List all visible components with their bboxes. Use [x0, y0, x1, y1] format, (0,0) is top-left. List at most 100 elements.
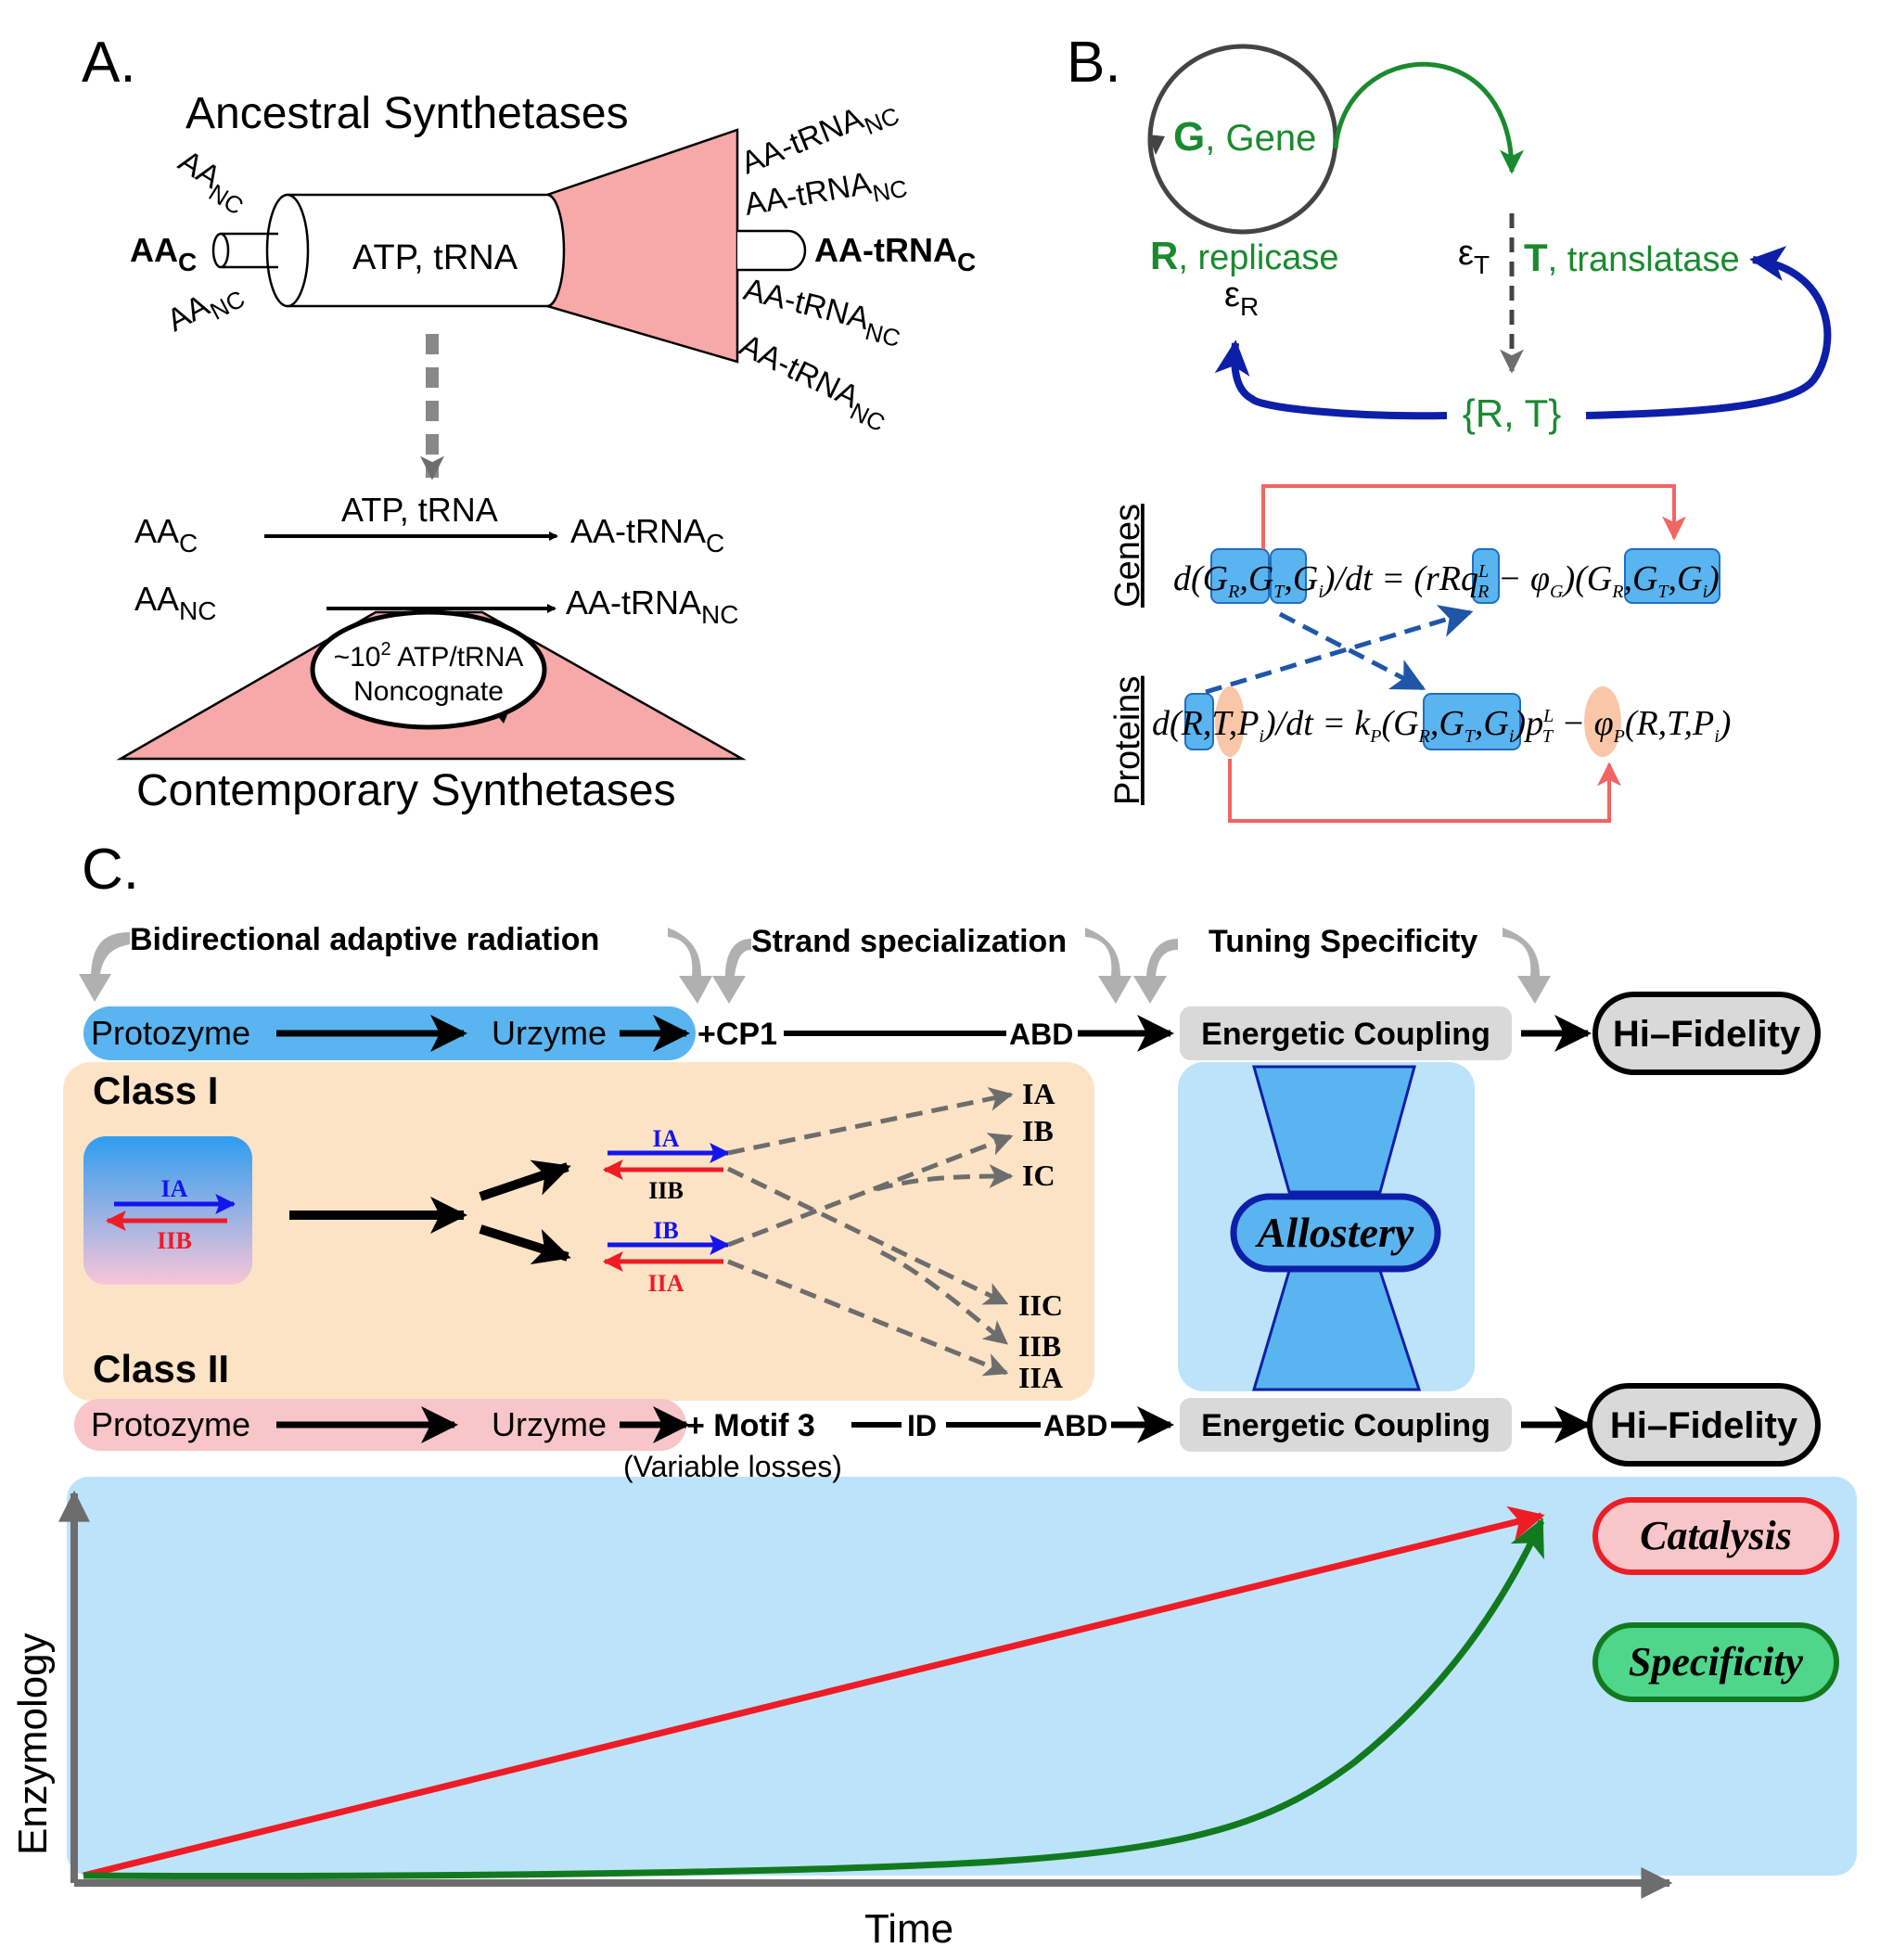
svg-text:AA-tRNANC: AA-tRNANC [736, 87, 903, 187]
panel-c-label: C. [82, 838, 139, 902]
genes-coral-link [1261, 484, 1686, 549]
hl-grgt-proteins [1423, 693, 1521, 750]
panel-a-label: A. [82, 31, 136, 95]
catalysis-badge [1592, 1497, 1839, 1575]
target-iia: IIA [1018, 1361, 1063, 1394]
allostery-label: Allostery [1255, 1209, 1414, 1256]
class1-label: Class I [93, 1069, 218, 1112]
class1-abd: ABD [1009, 1018, 1073, 1051]
divergence-up-arrow [479, 1159, 571, 1201]
panel-b-label: B. [1067, 31, 1121, 95]
class1-fidelity-badge [1592, 992, 1821, 1075]
lower-aa-c: AAC [134, 512, 198, 557]
class-container [63, 1062, 1094, 1401]
enzymology-panel [67, 1477, 1857, 1876]
fan-to-ia [727, 1087, 1014, 1156]
translatase-feedback-arrow [1585, 246, 1832, 419]
aa-c-input: AAC [130, 231, 197, 276]
target-iib: IIB [1018, 1329, 1061, 1363]
aa-trna-nc-1: AA-tRNANC [736, 87, 903, 187]
class2-motif: + Motif 3 [686, 1408, 815, 1443]
ancestral-ia-label: IA [161, 1175, 188, 1202]
fan-to-iia [727, 1259, 1009, 1377]
hl-grgt-genes-rhs [1624, 548, 1720, 604]
lower-aa-nc: AANC [134, 580, 216, 625]
lower-out-c: AA-tRNAC [570, 512, 724, 557]
allostery-top-funnel [1252, 1065, 1416, 1194]
proteins-axis-label: Proteins [1108, 676, 1147, 805]
input-rod-end [211, 232, 230, 269]
class2-abd: ABD [1043, 1409, 1107, 1442]
cycle-line2: Noncognate [353, 676, 504, 707]
cycle-line1: ~102 ATP/tRNA [334, 639, 524, 673]
hl-r-proteins [1184, 693, 1214, 750]
contemporary-title: Contemporary Synthetases [136, 766, 676, 815]
gene-to-protein-arrow [1278, 611, 1426, 691]
allostery-badge [1230, 1193, 1441, 1273]
svg-text:AANC: AANC [161, 272, 249, 346]
proteins-coral-link [1228, 759, 1621, 823]
aa-trna-c-output: AA-tRNAC [814, 231, 976, 276]
specificity-badge [1592, 1622, 1839, 1702]
phase-strand: Strand specialization [751, 924, 1067, 959]
phase-tuning: Tuning Specificity [1209, 924, 1477, 959]
fan-to-iib [879, 1249, 1009, 1345]
svg-text:Genes: Genes [1108, 504, 1147, 608]
ancestral-iib-label: IIB [157, 1227, 192, 1254]
y-axis-label: Enzymology [10, 1633, 56, 1855]
svg-text:AANC: AANC [169, 144, 257, 221]
gene-label: G, Gene [1173, 114, 1316, 160]
svg-text:Proteins: Proteins [1108, 676, 1147, 805]
target-ia: IA [1022, 1077, 1055, 1110]
translatase-label: T, translatase [1524, 236, 1740, 279]
class2-id: ID [907, 1409, 937, 1442]
phase-bidirectional: Bidirectional adaptive radiation [130, 922, 599, 957]
specialization-fan [726, 1087, 1014, 1377]
class2-losses: (Variable losses) [623, 1450, 842, 1483]
catalysis-curve [83, 1505, 1545, 1879]
hl-r-genes [1472, 548, 1500, 604]
hl-gt-genes [1270, 548, 1307, 604]
svg-text:Enzymology: Enzymology [10, 1633, 56, 1855]
lower-arrow-label: ATP, tRNA [341, 491, 498, 529]
hl-pt-proteins [1584, 686, 1621, 757]
class2-label: Class II [93, 1347, 229, 1390]
genes-axis-label: Genes [1108, 504, 1147, 608]
aa-nc-upper: AANC [169, 144, 257, 221]
cycle-arrowhead [496, 711, 509, 724]
replicase-label: R, replicase [1150, 234, 1339, 277]
class2-fidelity: Hi–Fidelity [1610, 1405, 1798, 1446]
lower-out-nc: AA-tRNANC [566, 583, 738, 629]
class1-cp1: +CP1 [697, 1017, 777, 1052]
hl-t-proteins [1215, 686, 1245, 757]
class1-protozyme: Protozyme [91, 1014, 250, 1052]
gene-circle-arrowhead [1148, 135, 1165, 155]
fan-to-ic [876, 1164, 1014, 1192]
specificity-label: Specificity [1629, 1639, 1804, 1685]
catalysis-label: Catalysis [1640, 1513, 1792, 1558]
class1-coupling: Energetic Coupling [1201, 1017, 1490, 1052]
upper-ia-label: IA [653, 1125, 680, 1152]
output-rod [737, 229, 807, 272]
cylinder-label: ATP, tRNA [352, 238, 518, 277]
class2-urzyme: Urzyme [492, 1405, 607, 1443]
input-rod [221, 232, 278, 269]
ancestral-strand-box [83, 1136, 252, 1285]
eps-t: εT [1458, 234, 1490, 279]
class2-coupling-box [1180, 1398, 1512, 1452]
aa-nc-lower: AANC [161, 272, 249, 346]
ancestral-funnel [545, 128, 739, 364]
specificity-curve [83, 1518, 1545, 1879]
protein-to-gene-arrow [1205, 605, 1474, 695]
target-ib: IB [1022, 1114, 1054, 1147]
cylinder-front-face [265, 193, 310, 308]
target-iic: IIC [1018, 1288, 1063, 1322]
lower-ib-label: IB [653, 1217, 678, 1244]
class2-coupling: Energetic Coupling [1201, 1408, 1490, 1443]
divergence-down-arrow [479, 1224, 571, 1265]
lower-iia-label: IIA [647, 1270, 684, 1297]
target-ic: IC [1022, 1159, 1055, 1192]
